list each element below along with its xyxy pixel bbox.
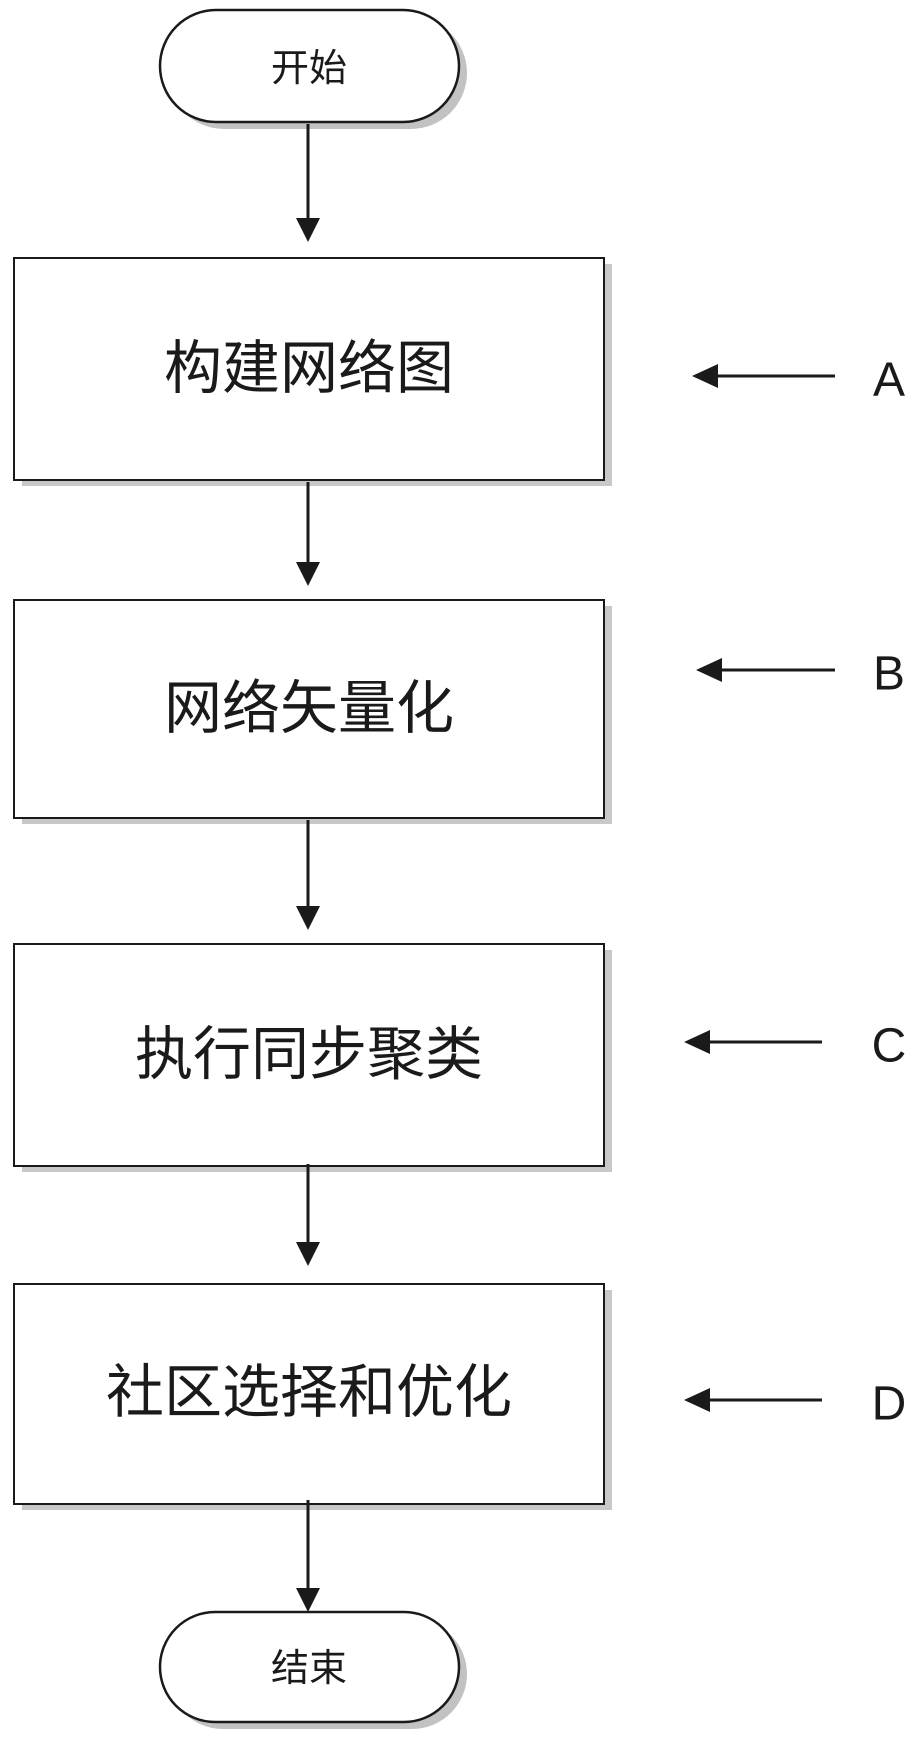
- step-4-label: 社区选择和优化: [106, 1358, 512, 1426]
- connector-step-1-to-step-2: [296, 482, 320, 586]
- start-label: 开始: [271, 46, 347, 90]
- connector-step-2-to-step-3: [296, 820, 320, 930]
- process-step-1: 构建网络图: [13, 257, 612, 486]
- end-terminal: 结束: [158, 1610, 467, 1729]
- connector-start-to-step-1: [296, 124, 320, 242]
- step-2-label: 网络矢量化: [164, 674, 454, 742]
- start-terminal: 开始: [158, 8, 467, 129]
- marker-letter-d: D: [872, 1378, 907, 1431]
- marker-arrow-b: [696, 658, 835, 682]
- step-1-label: 构建网络图: [164, 334, 454, 402]
- marker-arrow-a: [692, 364, 835, 388]
- step-3-label: 执行同步聚类: [135, 1020, 483, 1088]
- connector-step-4-to-end: [296, 1500, 320, 1612]
- connector-step-3-to-step-4: [296, 1164, 320, 1266]
- marker-letter-c: C: [872, 1020, 907, 1073]
- marker-arrow-d: [684, 1388, 822, 1412]
- process-step-3: 执行同步聚类: [13, 943, 612, 1172]
- process-step-2: 网络矢量化: [13, 599, 612, 824]
- marker-letter-b: B: [873, 648, 905, 701]
- marker-letter-a: A: [873, 354, 905, 407]
- marker-arrow-c: [684, 1030, 822, 1054]
- process-step-4: 社区选择和优化: [13, 1283, 612, 1510]
- end-label: 结束: [271, 1646, 347, 1690]
